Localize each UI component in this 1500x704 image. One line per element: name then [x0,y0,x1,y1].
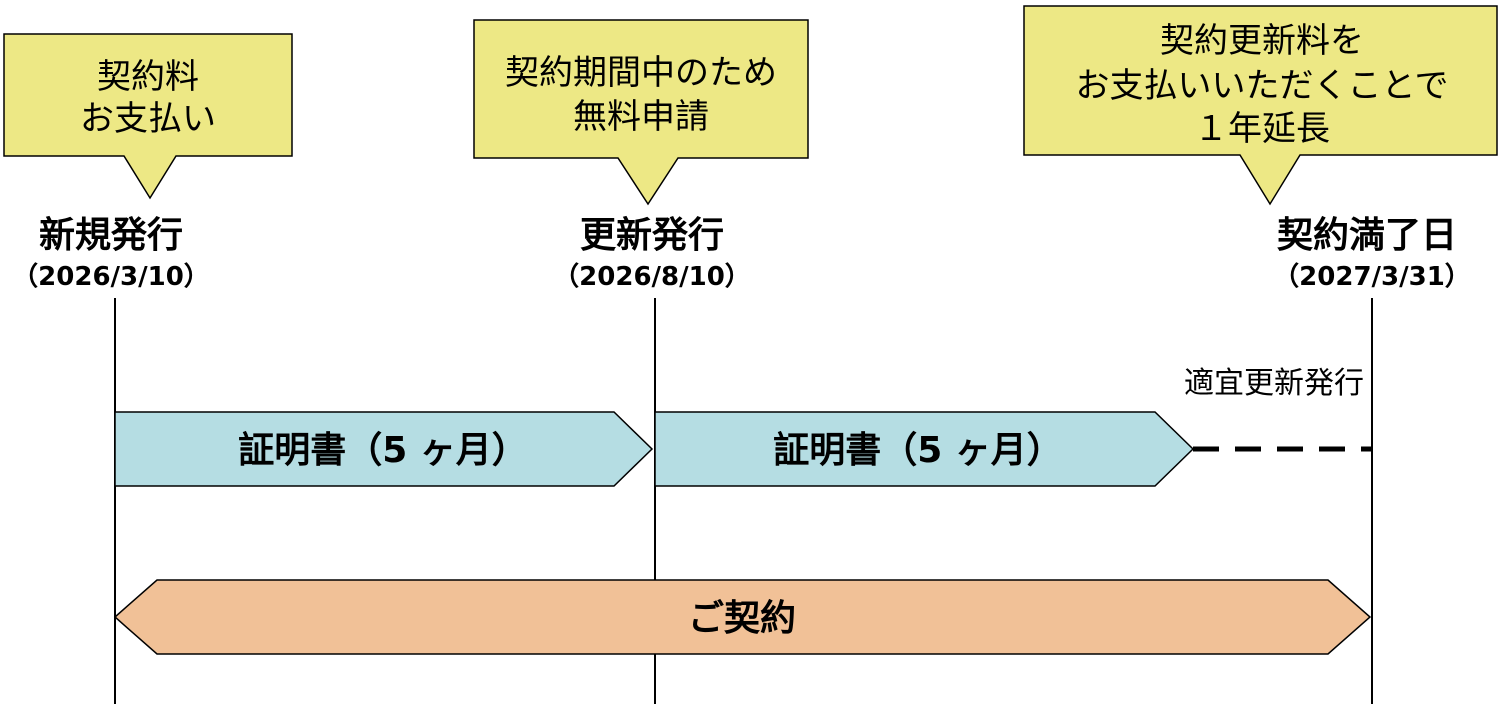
milestone-date-renewal: （2026/8/10） [553,262,751,292]
milestone-title-renewal: 更新発行 [580,215,724,256]
callout-renewal-line-1: 契約期間中のため [505,53,777,93]
certificate-bar-1-label: 証明書（5 ヶ月） [238,430,528,471]
milestone-date-new: （2026/3/10） [12,262,210,292]
callout-end-line-2: お支払いいただくことで [1076,66,1449,106]
callout-new-line-1: 契約料 [97,57,199,97]
milestone-title-end: 契約満了日 [1277,215,1457,256]
callout-end-line-1: 契約更新料を [1160,21,1364,61]
certificate-bar-2: 証明書（5 ヶ月） [654,411,1195,487]
certificate-bar-1-shape [114,411,654,487]
callout-renewal-issuance: 契約期間中のため 無料申請 [473,19,809,206]
callout-contract-end: 契約更新料を お支払いいただくことで １年延長 [1023,5,1498,206]
contract-period-arrow: ご契約 [113,579,1372,655]
renewal-as-needed-note: 適宜更新発行 [1184,366,1364,401]
callout-end-box [1023,5,1498,206]
callout-new-line-2: お支払い [80,99,216,139]
contract-arrow-shape [113,579,1372,655]
contract-arrow-label: ご契約 [688,598,796,639]
certificate-bar-2-shape [654,411,1195,487]
callout-new-box [3,33,293,200]
milestone-date-end: （2027/3/31） [1273,262,1471,292]
callout-new-issuance: 契約料 お支払い [3,33,293,200]
certificate-bar-1: 証明書（5 ヶ月） [114,411,654,487]
milestone-title-new: 新規発行 [39,215,183,256]
callout-renewal-box [473,19,809,206]
certificate-bar-2-label: 証明書（5 ヶ月） [773,430,1063,471]
callout-renewal-line-2: 無料申請 [573,97,709,137]
callout-end-line-3: １年延長 [1194,109,1330,149]
